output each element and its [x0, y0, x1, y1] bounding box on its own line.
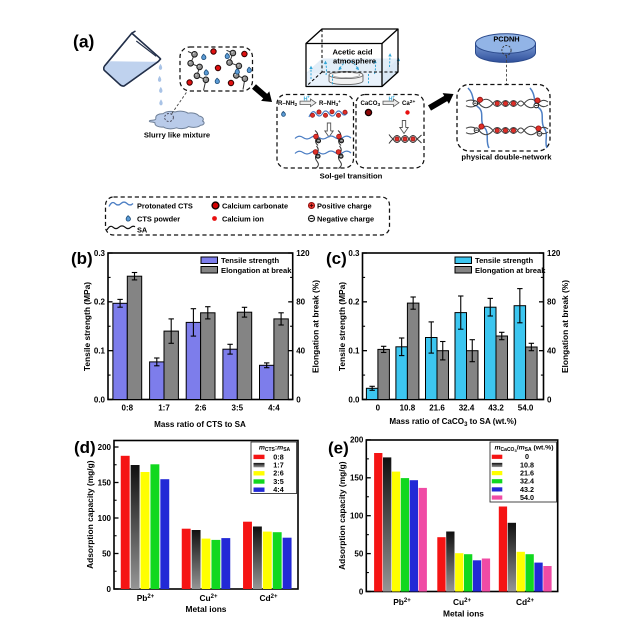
svg-text:(d): (d) — [74, 438, 96, 457]
svg-text:150: 150 — [98, 478, 112, 487]
svg-text:40: 40 — [547, 346, 556, 355]
svg-text:1:7: 1:7 — [273, 461, 283, 470]
svg-text:Cd2+: Cd2+ — [516, 597, 535, 607]
svg-text:mCTS:mSA: mCTS:mSA — [259, 445, 291, 453]
svg-text:Mass ratio of CaCO3 to SA (wt.: Mass ratio of CaCO3 to SA (wt.%) — [389, 417, 516, 428]
svg-text:1:7: 1:7 — [158, 403, 170, 412]
svg-text:Tensile strength: Tensile strength — [221, 256, 279, 265]
svg-text:50: 50 — [102, 549, 111, 558]
svg-text:Adsorption capacity (mg/g): Adsorption capacity (mg/g) — [85, 460, 95, 569]
svg-text:(b): (b) — [71, 249, 93, 268]
svg-text:0: 0 — [547, 395, 552, 404]
svg-text:Pb2+: Pb2+ — [393, 597, 411, 607]
svg-text:32.4: 32.4 — [520, 477, 534, 486]
svg-text:2:6: 2:6 — [195, 403, 207, 412]
svg-text:50: 50 — [354, 549, 363, 558]
svg-text:0: 0 — [107, 585, 112, 594]
svg-text:Negative charge: Negative charge — [317, 215, 374, 224]
svg-text:Tensile strength (MPa): Tensile strength (MPa) — [337, 282, 347, 371]
svg-text:0.3: 0.3 — [348, 249, 360, 258]
svg-text:0.3: 0.3 — [94, 249, 106, 258]
svg-text:100: 100 — [98, 514, 112, 523]
svg-text:Acetic acid: Acetic acid — [332, 48, 372, 57]
svg-text:3:5: 3:5 — [232, 403, 244, 412]
svg-text:PCDNH: PCDNH — [493, 35, 519, 44]
svg-text:Ca2+: Ca2+ — [402, 99, 415, 107]
svg-text:Tensile strength: Tensile strength — [475, 256, 533, 265]
svg-text:Elongation at break: Elongation at break — [221, 266, 292, 275]
svg-text:4:4: 4:4 — [268, 403, 280, 412]
svg-text:+: + — [307, 94, 310, 99]
svg-text:H: H — [388, 97, 392, 103]
svg-text:0:8: 0:8 — [273, 452, 283, 461]
svg-text:200: 200 — [350, 436, 364, 445]
svg-text:100: 100 — [350, 512, 364, 521]
svg-text:(c): (c) — [326, 249, 347, 268]
svg-text:R–NH3+: R–NH3+ — [319, 99, 341, 107]
svg-text:Slurry like mixture: Slurry like mixture — [144, 131, 210, 140]
svg-text:54.0: 54.0 — [520, 493, 534, 502]
svg-text:21.6: 21.6 — [429, 403, 445, 412]
svg-text:0.1: 0.1 — [348, 346, 360, 355]
svg-text:Cu2+: Cu2+ — [199, 593, 218, 603]
svg-text:(a): (a) — [73, 32, 94, 52]
svg-text:Mass ratio of CTS to SA: Mass ratio of CTS to SA — [154, 420, 246, 429]
svg-text:R–NH2: R–NH2 — [278, 100, 298, 107]
svg-text:(e): (e) — [328, 439, 349, 458]
svg-text:Cd2+: Cd2+ — [259, 593, 278, 603]
svg-text:43.2: 43.2 — [520, 485, 534, 494]
svg-text:0.1: 0.1 — [94, 346, 106, 355]
svg-text:0: 0 — [296, 395, 301, 404]
svg-text:CaCO3: CaCO3 — [361, 100, 381, 108]
svg-text:40: 40 — [296, 346, 305, 355]
svg-text:0: 0 — [359, 587, 364, 596]
svg-text:Pb2+: Pb2+ — [137, 593, 155, 603]
svg-text:CTS powder: CTS powder — [137, 215, 180, 224]
svg-text:200: 200 — [98, 443, 112, 452]
svg-text:Cu2+: Cu2+ — [453, 597, 472, 607]
svg-text:43.2: 43.2 — [488, 403, 504, 412]
svg-text:0.0: 0.0 — [348, 395, 360, 404]
svg-text:0.0: 0.0 — [94, 395, 106, 404]
svg-text:2:6: 2:6 — [273, 469, 283, 478]
svg-text:0:8: 0:8 — [122, 403, 134, 412]
svg-text:3:5: 3:5 — [273, 477, 283, 486]
svg-text:80: 80 — [296, 298, 305, 307]
svg-text:4:4: 4:4 — [273, 485, 283, 494]
svg-text:Calcium ion: Calcium ion — [222, 215, 264, 224]
svg-text:Elongation at break (%): Elongation at break (%) — [560, 280, 570, 373]
svg-text:54.0: 54.0 — [518, 403, 534, 412]
svg-text:Protonated CTS: Protonated CTS — [137, 202, 193, 211]
svg-text:21.6: 21.6 — [520, 469, 534, 478]
svg-text:80: 80 — [547, 298, 556, 307]
svg-text:0: 0 — [525, 452, 529, 461]
svg-text:10.8: 10.8 — [520, 460, 534, 469]
svg-text:+: + — [392, 94, 395, 99]
svg-text:10.8: 10.8 — [400, 403, 416, 412]
svg-text:Metal ions: Metal ions — [443, 609, 484, 619]
svg-text:120: 120 — [547, 249, 561, 258]
svg-text:atmosphere: atmosphere — [333, 57, 376, 66]
svg-text:0.2: 0.2 — [348, 298, 360, 307]
svg-text:mCaCO3/mSA (wt.%): mCaCO3/mSA (wt.%) — [495, 445, 554, 453]
svg-text:Tensile strength (MPa): Tensile strength (MPa) — [82, 282, 92, 371]
svg-text:0.2: 0.2 — [94, 298, 106, 307]
svg-text:Metal ions: Metal ions — [186, 604, 227, 614]
svg-text:Elongation at break (%): Elongation at break (%) — [311, 280, 321, 373]
svg-text:Calcium carbonate: Calcium carbonate — [222, 202, 288, 211]
svg-text:physical double-network: physical double-network — [461, 153, 552, 162]
svg-text:32.4: 32.4 — [459, 403, 475, 412]
svg-text:Sol-gel transition: Sol-gel transition — [320, 172, 383, 181]
svg-text:150: 150 — [350, 474, 364, 483]
svg-text:Positive charge: Positive charge — [317, 202, 372, 211]
svg-text:Adsorption capacity (mg/g): Adsorption capacity (mg/g) — [337, 461, 347, 570]
svg-text:0: 0 — [376, 403, 381, 412]
svg-text:Elongation at break: Elongation at break — [475, 266, 546, 275]
svg-text:120: 120 — [296, 249, 310, 258]
svg-text:SA: SA — [137, 226, 148, 235]
svg-text:H: H — [303, 97, 307, 103]
